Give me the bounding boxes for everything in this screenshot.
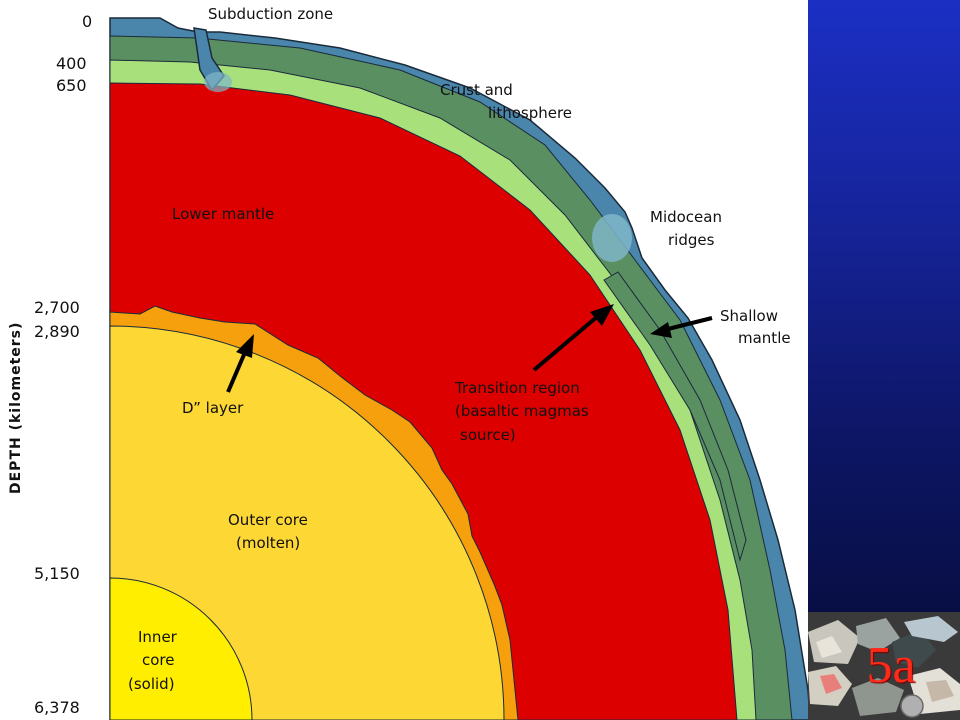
inner-core-layer	[109, 577, 253, 720]
transition-arrowhead	[590, 304, 614, 326]
label-shallow-line1: Shallow	[720, 307, 778, 325]
label-inner-core-line1: Inner	[138, 628, 178, 646]
depth-tick-650: 650	[56, 76, 87, 95]
ridge-lithosphere-strip	[603, 271, 747, 562]
depth-tick-6378: 6,378	[34, 698, 80, 717]
label-crust-line2: lithosphere	[488, 104, 572, 122]
depth-tick-5150: 5,150	[34, 564, 80, 583]
slab-melt	[204, 72, 232, 92]
depth-tick-0: 0	[82, 12, 92, 31]
depth-axis-title: DEPTH (kilometers)	[8, 322, 24, 494]
side-gradient-panel	[808, 0, 960, 720]
label-midocean-line2: ridges	[668, 231, 715, 249]
label-lower-mantle: Lower mantle	[172, 205, 274, 223]
d-layer-arrowhead	[236, 334, 254, 358]
slide-number: 5a	[866, 637, 916, 694]
label-transition-line1: Transition region	[454, 379, 580, 397]
rock-samples-photo	[808, 612, 960, 720]
label-midocean-line1: Midocean	[650, 208, 722, 226]
label-transition-line2: (basaltic magmas	[455, 402, 589, 420]
depth-tick-2890: 2,890	[34, 322, 80, 341]
arrows	[226, 304, 713, 393]
diagram-labels: Subduction zone Crust and lithosphere Mi…	[128, 5, 791, 693]
depth-tick-400: 400	[56, 54, 87, 73]
transition-arrow	[532, 314, 600, 372]
label-inner-core-line2: core	[142, 651, 175, 669]
label-d-layer: D” layer	[182, 399, 244, 417]
d-layer-arrow	[226, 349, 248, 393]
label-subduction-zone: Subduction zone	[208, 5, 333, 23]
earth-structure-diagram: DEPTH (kilometers) 0 400 650 2,700 2,890…	[8, 5, 810, 720]
label-outer-core-line2: (molten)	[236, 534, 300, 552]
shallow-mantle-arrow	[663, 316, 713, 332]
ridge-plume	[592, 214, 632, 262]
depth-axis: DEPTH (kilometers) 0 400 650 2,700 2,890…	[8, 12, 92, 717]
label-shallow-line2: mantle	[738, 329, 791, 347]
coin-icon	[900, 694, 924, 718]
label-transition-line3: source)	[460, 426, 516, 444]
label-inner-core-line3: (solid)	[128, 675, 175, 693]
label-outer-core-line1: Outer core	[228, 511, 308, 529]
shallow-mantle-arrowhead	[650, 322, 672, 338]
earth-layers	[109, 17, 810, 720]
label-crust-line1: Crust and	[440, 81, 513, 99]
depth-tick-2700: 2,700	[34, 298, 80, 317]
